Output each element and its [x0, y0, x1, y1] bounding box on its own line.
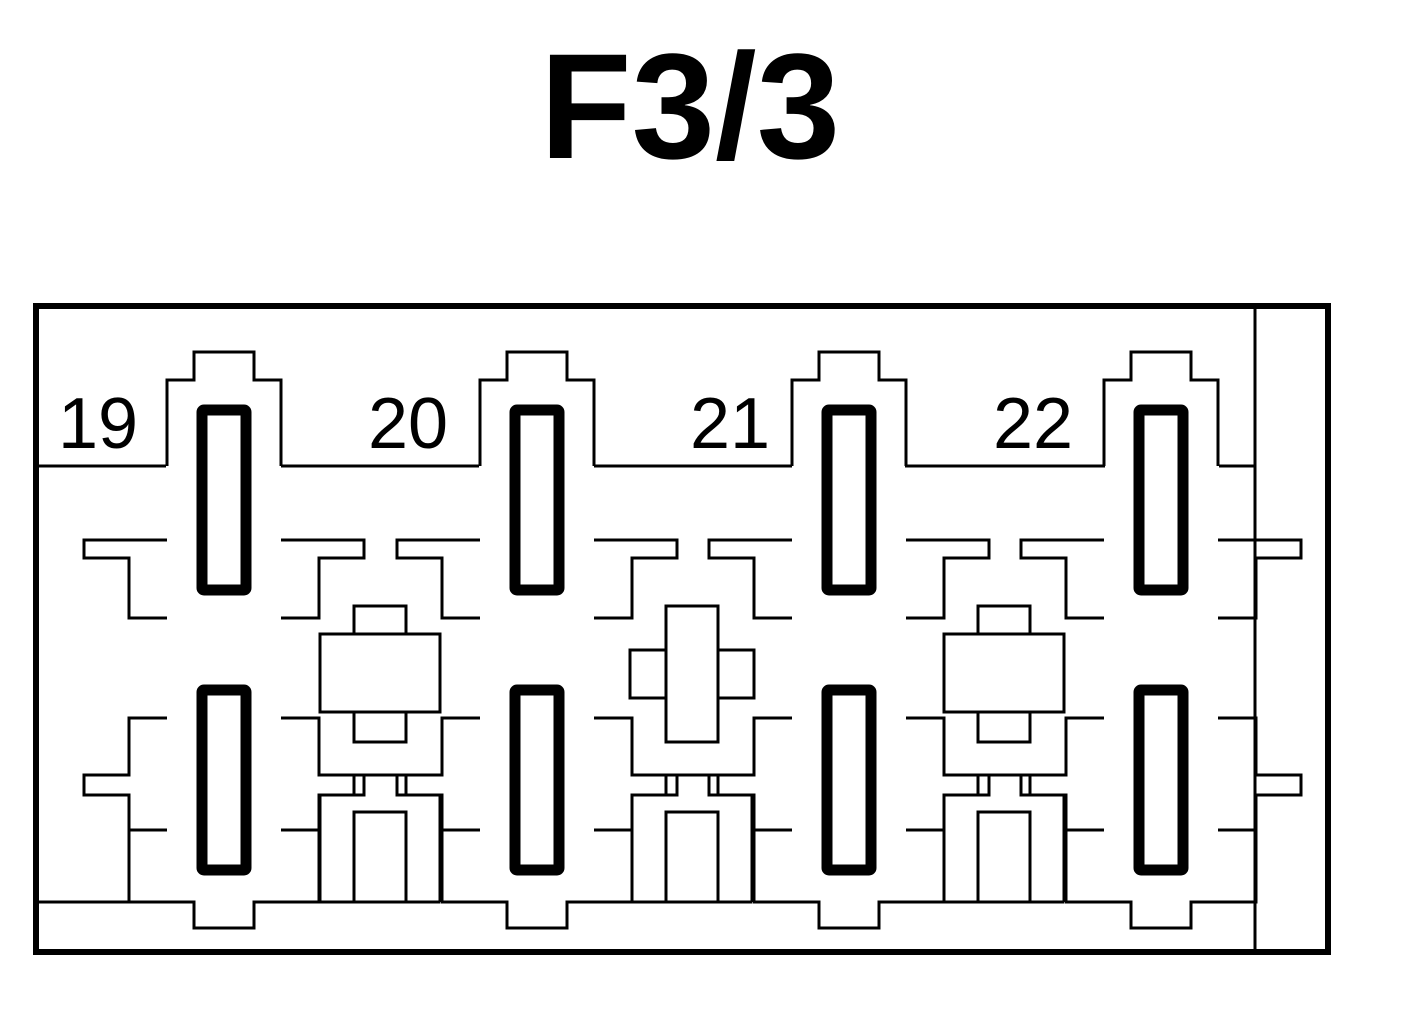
bridge-block [942, 632, 1066, 714]
bridge-connector [632, 773, 752, 797]
bridge-connector [944, 773, 1064, 797]
fuse-blade-lower [1133, 684, 1189, 876]
fuse-column-base [480, 900, 594, 930]
terminal-hook-lower-left [1019, 716, 1104, 904]
terminal-hook-upper-right [906, 538, 991, 620]
bridge-terminal [664, 810, 720, 904]
bridge-block [318, 632, 442, 714]
fuse-blade-upper [1133, 404, 1189, 596]
fuse-column-base [167, 900, 281, 930]
bridge-terminal [352, 810, 408, 904]
terminal-hook-upper-left [82, 538, 167, 620]
terminal-hook-upper-right [281, 538, 366, 620]
slot-label-20: 20 [368, 384, 448, 464]
fuse-column-cap [165, 350, 283, 466]
fuse-columns [82, 350, 1303, 930]
slot-label-19: 19 [58, 384, 138, 464]
fuse-blade-lower [821, 684, 877, 876]
fuse-column-cap [790, 350, 908, 466]
terminal-hook-upper-right [594, 538, 679, 620]
relay-bridges [318, 604, 1066, 904]
fuse-blade-upper [509, 404, 565, 596]
terminal-hook-lower-left [82, 716, 167, 904]
fuse-column-base [1104, 900, 1218, 930]
fuse-box-housing [33, 303, 1331, 955]
fuse-column-cap [1102, 350, 1220, 466]
fuse-blade-lower [196, 684, 252, 876]
slot-label-21: 21 [690, 384, 770, 464]
fuse-blade-lower [509, 684, 565, 876]
terminal-hook-lower-right [1218, 716, 1303, 904]
terminal-hook-upper-left [707, 538, 792, 620]
terminal-hook-lower-left [707, 716, 792, 904]
fuse-column-base [792, 900, 906, 930]
terminal-hook-lower-right [281, 716, 366, 904]
fuse-blade-upper [196, 404, 252, 596]
bridge-block [664, 604, 720, 744]
terminal-hook-lower-left [395, 716, 480, 904]
slot-label-22: 22 [993, 384, 1073, 464]
fuse-column-cap [478, 350, 596, 466]
fuse-blade-upper [821, 404, 877, 596]
bridge-terminal [976, 810, 1032, 904]
bridge-connector [320, 773, 440, 797]
diagram-title: F3/3 [540, 22, 840, 190]
terminal-hook-upper-left [395, 538, 480, 620]
terminal-hook-upper-right [1218, 538, 1303, 620]
terminal-hook-upper-left [1019, 538, 1104, 620]
